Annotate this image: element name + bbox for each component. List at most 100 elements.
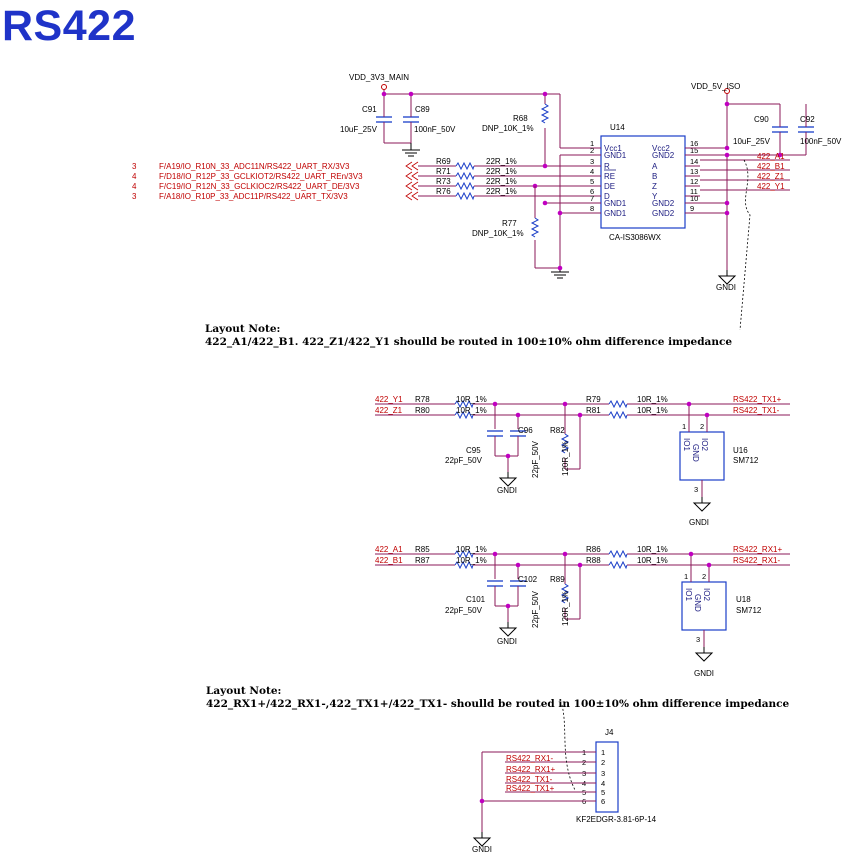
- resistor-r73: [455, 181, 475, 191]
- offpage-connector: [405, 191, 419, 201]
- res-ref: R80: [415, 406, 430, 415]
- layout-note-1-head: Layout Note:: [205, 323, 281, 335]
- u14-pin-name: GND2: [652, 209, 675, 218]
- net-in-1: 422_Y1: [375, 395, 403, 404]
- resistor-r71: [455, 171, 475, 181]
- layout-note-2: Layout Note:422_RX1+/422_RX1-,422_TX1+/4…: [206, 685, 789, 711]
- resistor-r81: [608, 410, 628, 420]
- ground-gndi-tvs: [694, 652, 714, 662]
- r77-value: DNP_10K_1%: [472, 229, 524, 238]
- sheet-number: 4: [132, 172, 137, 181]
- power-vdd5: VDD_5V_ISO: [691, 82, 740, 94]
- tx-protection-block: 422_Y1422_Z1R78R8010R_1%10R_1%R79R8110R_…: [375, 395, 790, 527]
- layout-note-1-body: 422_A1/422_B1. 422_Z1/422_Y1 shoulld be …: [205, 336, 733, 348]
- u14-pin-name: R: [604, 162, 610, 171]
- j4-pin-number: 2: [601, 758, 605, 767]
- u14-pin-name: GND2: [652, 151, 675, 160]
- res-ref: R88: [586, 556, 601, 565]
- u14-pin-name: Z: [652, 182, 657, 191]
- u14-pin-name: GND1: [604, 151, 627, 160]
- res-ref: R86: [586, 545, 601, 554]
- net-in-2: 422_Z1: [375, 406, 403, 415]
- j4-pin-rows: 112233445566RS422_RX1-RS422_RX1+RS422_TX…: [505, 748, 605, 806]
- ground-gndi: [498, 627, 518, 637]
- junction: [562, 551, 568, 557]
- vdd33-label: VDD_3V3_MAIN: [349, 73, 409, 82]
- res-val: 10R_1%: [637, 545, 668, 554]
- resistor-termination: [560, 433, 570, 454]
- u14-pin-number: 13: [690, 167, 698, 176]
- junction: [686, 401, 692, 407]
- j4-net-label: RS422_TX1+: [506, 784, 555, 793]
- gndi-label-5: GNDI: [497, 637, 517, 646]
- u14-pin-name: A: [652, 162, 658, 171]
- tvs-pin3: 3: [696, 635, 700, 644]
- net-out-2: RS422_TX1-: [733, 406, 780, 415]
- bus-net-label: 422_A1: [757, 152, 785, 161]
- c90-value: 10uF_25V: [733, 137, 771, 146]
- c101-ref: C101: [466, 595, 486, 604]
- net-in-2: 422_B1: [375, 556, 403, 565]
- capacitor-c92: [798, 126, 814, 133]
- net-out-2: RS422_RX1-: [733, 556, 780, 565]
- resistor-r68: [540, 103, 550, 124]
- j4-net-label: RS422_RX1-: [506, 754, 553, 763]
- res-ref: R78: [415, 395, 430, 404]
- tvs-pin1: 1: [684, 572, 688, 581]
- c92-ref: C92: [800, 115, 815, 124]
- c96-ref: C96: [518, 426, 533, 435]
- tvs-pin2: 2: [700, 422, 704, 431]
- resistor-ref: R69: [436, 157, 451, 166]
- tvs-pin2: 2: [702, 572, 706, 581]
- resistor-r88: [608, 560, 628, 570]
- u14-pin-name: Y: [652, 192, 658, 201]
- c95-val: 22pF_50V: [445, 456, 483, 465]
- u14-pin-name: RE: [604, 172, 615, 181]
- ground-gndi-j4: [473, 831, 491, 847]
- gndi-label-4: GNDI: [472, 845, 492, 854]
- u14-pin-number: 7: [590, 194, 594, 203]
- vdd33-wiring: [383, 90, 601, 166]
- net-in-1: 422_A1: [375, 545, 403, 554]
- ground-u14-left: [551, 268, 569, 279]
- resistor-r80: [454, 410, 474, 420]
- junction: [688, 551, 694, 557]
- res-val: 10R_1%: [637, 406, 668, 415]
- c91-value: 10uF_25V: [340, 125, 378, 134]
- bus-net-label: 422_Z1: [757, 172, 785, 181]
- gndi-label-1: GNDI: [716, 283, 736, 292]
- u14-part: CA-IS3086WX: [609, 233, 662, 242]
- res-ref: R79: [586, 395, 601, 404]
- u18-ref: U18: [736, 595, 751, 604]
- resistor-r77: [530, 217, 540, 238]
- junction: [515, 412, 521, 418]
- c89-value: 100nF_50V: [414, 125, 456, 134]
- resistor-r79: [608, 399, 628, 409]
- bus-net-label: 422_B1: [757, 162, 785, 171]
- u16-part: SM712: [733, 456, 759, 465]
- c102-val: 22pF_50V: [531, 590, 540, 628]
- j4-pin-number: 5: [601, 788, 605, 797]
- resistor-r87: [454, 560, 474, 570]
- resistor-r85: [454, 549, 474, 559]
- r68-value: DNP_10K_1%: [482, 124, 534, 133]
- r68-ref: R68: [513, 114, 528, 123]
- mcu-net-label: F/A19/IO_R10N_33_ADC11N/RS422_UART_RX/3V…: [159, 162, 350, 171]
- j4-pin-number: 3: [601, 769, 605, 778]
- junction: [562, 401, 568, 407]
- resistor-r69: [455, 161, 475, 171]
- resistor-termination: [560, 583, 570, 604]
- u14-pin-name: Vcc1: [604, 144, 622, 153]
- junction: [542, 163, 548, 169]
- c95-ref: C95: [466, 446, 481, 455]
- u14-ref: U14: [610, 123, 625, 132]
- ground-gndi: [498, 477, 518, 487]
- r82-val: 120R_1%: [561, 441, 570, 476]
- mcu-net-label: F/D18/IO_R12P_33_GCLKIOT2/RS422_UART_REn…: [159, 172, 363, 181]
- junction: [492, 401, 498, 407]
- u14-pin-name: GND1: [604, 199, 627, 208]
- diff-pair-marker-1: [739, 159, 751, 331]
